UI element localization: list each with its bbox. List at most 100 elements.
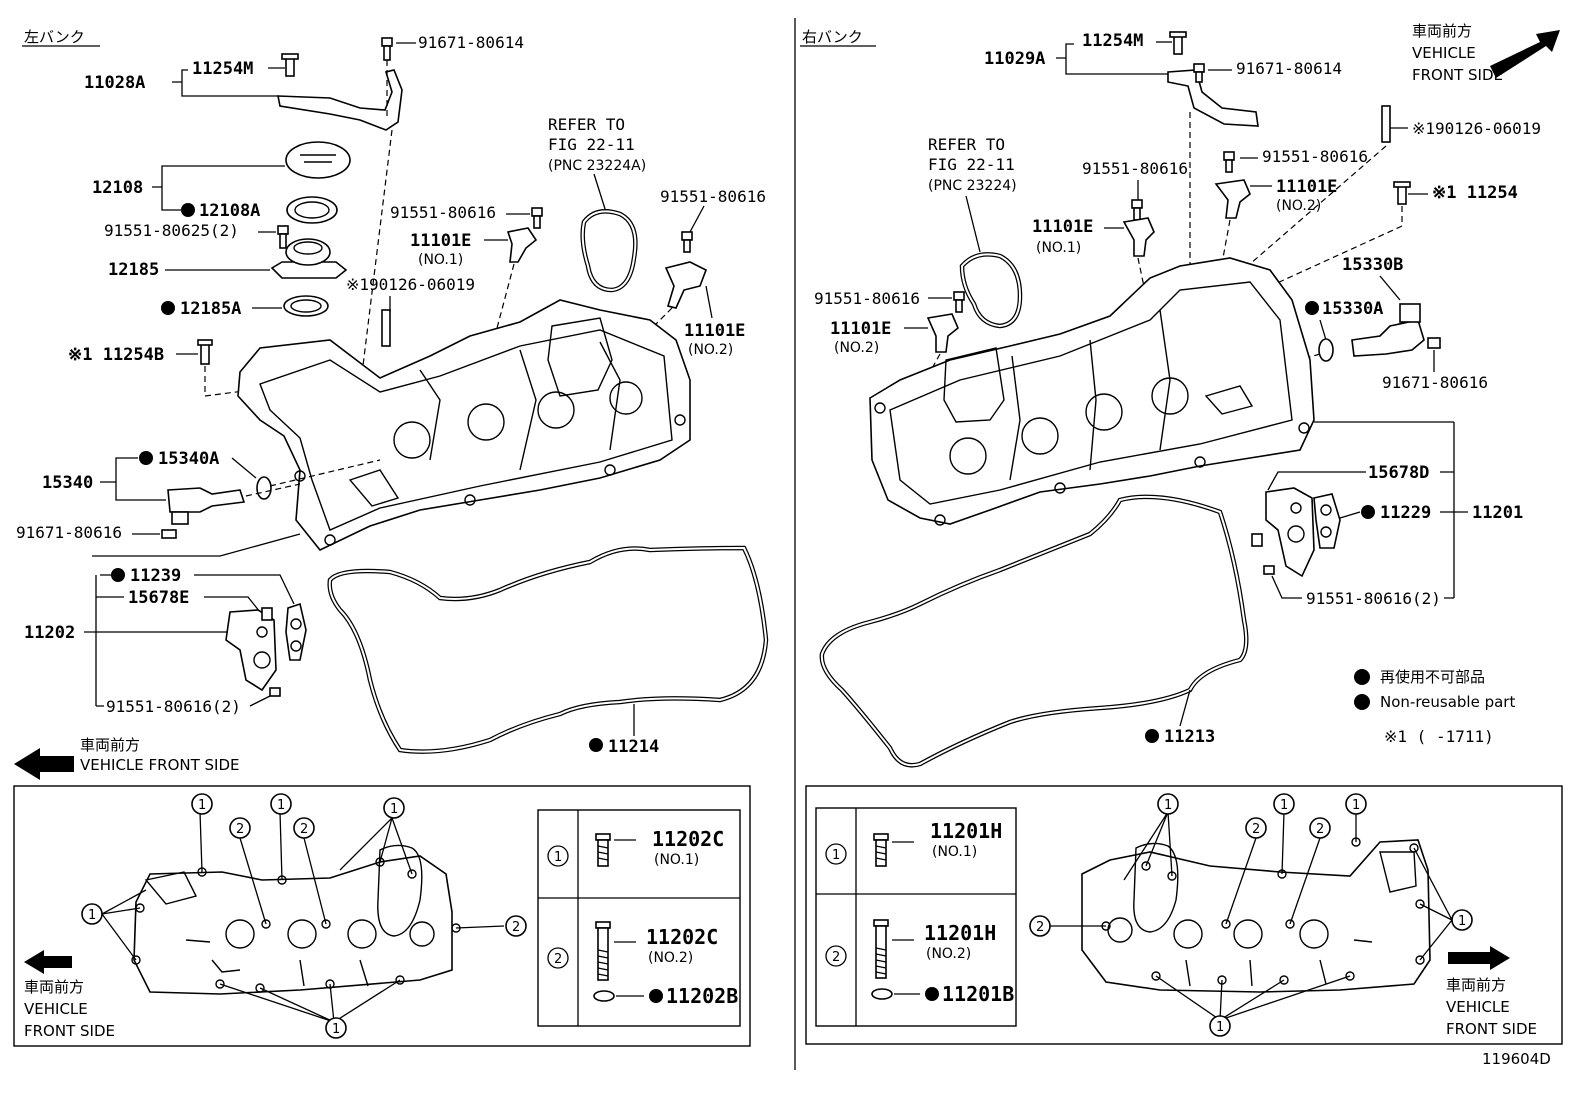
- left-inset-c1b: 1: [277, 798, 285, 813]
- bolt-91551-right-c: [953, 291, 965, 313]
- bolt-11201H-no1: [873, 833, 889, 867]
- gasket-11239: [285, 602, 307, 661]
- bolt-11201H-no2: [873, 919, 889, 979]
- label-15330A: 15330A: [1322, 299, 1383, 319]
- label-11254B: ※1 11254B: [68, 345, 164, 365]
- label-11101E-left-2: 11101E: [684, 321, 745, 341]
- legend-note: ※1 ( -1711): [1384, 727, 1494, 746]
- label-11239: 11239: [130, 566, 181, 586]
- left-bolt1-sub: (NO.1): [654, 852, 699, 868]
- washer-11202B: [593, 990, 615, 1002]
- label-11254M-right: 11254M: [1082, 31, 1143, 51]
- label-91671-80616-right: 91671-80616: [1382, 373, 1488, 392]
- left-bolt2-sub: (NO.2): [648, 950, 693, 966]
- right-inset-front-arrow: [1448, 946, 1510, 970]
- refer-right-3: (PNC 23224): [928, 178, 1017, 194]
- label-11101E-left-1-sub: (NO.1): [418, 252, 463, 268]
- stud-190126-left: [381, 309, 391, 347]
- oil-filler-cap: [285, 141, 351, 179]
- left-inset-cover: [131, 844, 461, 995]
- legend-jp: 再使用不可部品: [1380, 668, 1485, 686]
- bracket-11029A: [1167, 69, 1259, 127]
- right-inset-c1c: 1: [1352, 798, 1360, 813]
- stud-190126-right: [1381, 105, 1391, 143]
- left-front-jp: 車両前方: [80, 736, 140, 754]
- washer-11201B: [871, 988, 893, 1000]
- left-washer: 11202B: [666, 984, 738, 1008]
- right-inset-c2c: 2: [1036, 920, 1044, 935]
- label-91671-80616-left: 91671-80616: [16, 523, 122, 542]
- left-inset-c2c: 2: [512, 920, 520, 935]
- bracket-11028A: [277, 69, 403, 131]
- bolt-91551-80625: [277, 225, 289, 249]
- right-front-en2: FRONT SIDE: [1412, 66, 1503, 84]
- bolt-91671-80616-left: [161, 529, 177, 539]
- cam-sensor-right-2: [926, 313, 959, 353]
- left-inset-c1a: 1: [198, 798, 206, 813]
- right-front-arrow: [1490, 30, 1560, 78]
- figure-id: 119604D: [1482, 1050, 1551, 1068]
- bolt-11202C-no1: [595, 833, 611, 867]
- stud-11254B: [197, 339, 213, 365]
- gasket-11229: [1313, 493, 1341, 549]
- left-inset-c1c: 1: [390, 802, 398, 817]
- label-11101E-right-2-sub: (NO.2): [834, 340, 879, 356]
- right-inset-c1e: 1: [1216, 1020, 1224, 1035]
- label-11101E-right-1-sub: (NO.1): [1036, 240, 1081, 256]
- legend-en: Non-reusable part: [1380, 693, 1515, 711]
- bolt-15678E: [261, 607, 273, 621]
- left-inset-c1d: 1: [88, 908, 96, 923]
- right-washer: 11201B: [942, 982, 1014, 1006]
- label-11028A: 11028A: [84, 73, 145, 93]
- right-table-c1: 1: [832, 848, 840, 863]
- right-bolt1-sub: (NO.1): [932, 844, 977, 860]
- label-11101E-left-1: 11101E: [410, 231, 471, 251]
- label-15678D: 15678D: [1368, 463, 1429, 483]
- label-190126-right: ※190126-06019: [1412, 119, 1541, 138]
- bolt-91551-left-b: [681, 231, 693, 253]
- plate-15678D: [1265, 487, 1315, 578]
- label-12185: 12185: [108, 260, 159, 280]
- bolt-91671-right: [1193, 63, 1205, 83]
- label-91551-80625: 91551-80625(2): [104, 221, 239, 240]
- gasket-12108A: [286, 196, 338, 224]
- right-inset-front-en2: FRONT SIDE: [1446, 1020, 1537, 1038]
- left-bolt2: 11202C: [646, 925, 718, 949]
- left-inset-front-jp: 車両前方: [24, 978, 84, 996]
- gasket-11213: [819, 494, 1249, 768]
- label-190126-left: ※190126-06019: [346, 275, 475, 294]
- refer-left-2: FIG 22-11: [548, 135, 635, 154]
- stud-11254-right: [1393, 181, 1411, 205]
- right-inset-c2a: 2: [1252, 822, 1260, 837]
- right-bank-label: 右バンク: [802, 28, 863, 46]
- bolt-91671-left: [381, 37, 393, 61]
- bolt-11202C-no2: [595, 921, 611, 981]
- label-15340: 15340: [42, 473, 93, 493]
- valve-cover-right: [869, 257, 1315, 526]
- refer-left-3: (PNC 23224A): [548, 158, 646, 174]
- label-91671-80614-left: 91671-80614: [418, 33, 524, 52]
- cam-sensor-right-top: [1214, 179, 1251, 219]
- left-bolt1: 11202C: [652, 827, 724, 851]
- label-11029A: 11029A: [984, 49, 1045, 69]
- left-inset: 1 2 11202C (NO.1) 11202C (NO.2) 11202B: [13, 785, 751, 1047]
- bolt-91551-left-a: [531, 207, 543, 229]
- left-inset-front-arrow: [24, 950, 72, 974]
- right-inset-front-jp: 車両前方: [1446, 976, 1506, 994]
- label-91551-left-a: 91551-80616: [390, 203, 496, 222]
- label-91551-right-c: 91551-80616: [814, 289, 920, 308]
- label-91551-left-b: 91551-80616: [660, 187, 766, 206]
- label-11101E-right-top-sub: (NO.2): [1276, 198, 1321, 214]
- oring-15340A: [256, 476, 272, 500]
- left-inset-front-en1: VEHICLE: [24, 1000, 88, 1018]
- right-bolt2-sub: (NO.2): [926, 946, 971, 962]
- label-91671-80614-right: 91671-80614: [1236, 59, 1342, 78]
- label-91551-right-a: 91551-80616: [1082, 159, 1188, 178]
- ocv-15340: [167, 487, 246, 525]
- stud-11254M-left: [281, 53, 299, 77]
- right-front-jp: 車両前方: [1412, 22, 1472, 40]
- left-bank-label: 左バンク: [24, 28, 85, 46]
- oring-15330A: [1318, 338, 1334, 362]
- label-12108A: 12108A: [199, 201, 260, 221]
- label-91551-80616-2-right: 91551-80616(2): [1306, 589, 1441, 608]
